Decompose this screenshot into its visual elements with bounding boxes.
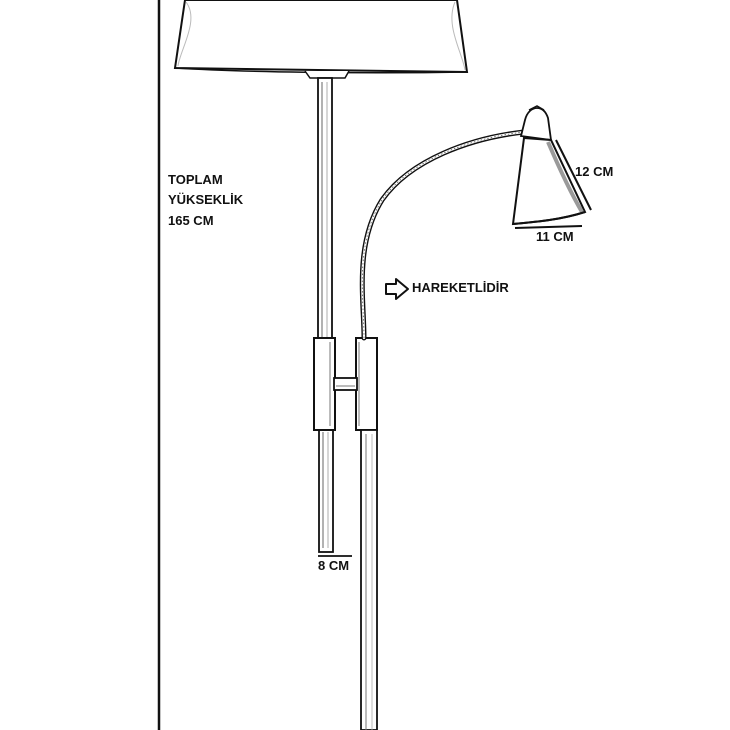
reading-arm-pole [360,429,378,730]
pole-connector-joint [313,337,378,431]
main-shade-fitter [304,70,350,79]
arrow-right-outline-icon [385,278,409,300]
total-height-label-line2: YÜKSEKLİK [168,192,244,207]
reading-shade-height-dimension [555,139,592,211]
movable-label: HAREKETLİDİR [412,280,509,295]
total-height-value: 165 CM [168,213,214,228]
reading-lamp-head [511,105,587,226]
main-lamp-shade [173,0,469,74]
gooseneck-arm [359,129,527,341]
main-pole [317,77,333,341]
base-width-label: 8 CM [318,558,350,573]
total-height-label-line1: TOPLAM [168,172,223,187]
reading-shade-height-label: 12 CM [575,164,614,179]
reading-shade-width-label: 11 CM [536,229,574,244]
reading-shade-width-dimension [514,225,583,229]
main-pole-lower [318,427,334,553]
